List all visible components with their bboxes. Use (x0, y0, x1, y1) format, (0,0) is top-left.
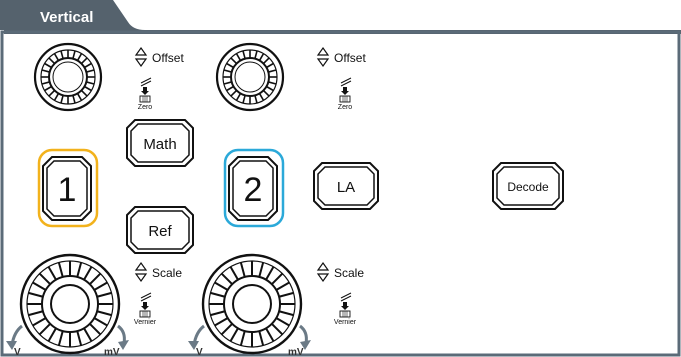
decode-button-label: Decode (507, 180, 549, 194)
ch2-unit-v: V (196, 347, 203, 357)
ch1-push-vernier-icon (140, 293, 151, 317)
ch2-push-vernier-label: Vernier (334, 319, 357, 326)
ch2-push-zero-label: Zero (338, 104, 353, 111)
ch1-push-zero-label: Zero (138, 104, 153, 111)
ch1-cw-arrowhead-icon (118, 340, 129, 350)
ch2-scale-knob[interactable] (203, 255, 301, 353)
ch1-scale-arrows-icon (136, 263, 146, 281)
ch2-unit-mv: mV (288, 347, 304, 357)
ch2-offset-arrows-icon (318, 48, 328, 66)
ch1-push-vernier-label: Vernier (134, 319, 157, 326)
ch2-scale-label: Scale (334, 266, 364, 280)
ch1-cw-arrow-icon (118, 326, 124, 343)
la-button-label: LA (337, 179, 355, 196)
panel-title: Vertical (40, 9, 93, 26)
ch1-button-label: 1 (58, 171, 77, 209)
ch1-offset-knob[interactable] (35, 44, 101, 110)
ch1-push-zero-icon (140, 78, 151, 102)
ref-button[interactable]: Ref (127, 207, 193, 253)
ch2-push-zero-icon (340, 78, 351, 102)
math-button[interactable]: Math (127, 120, 193, 166)
ch2-button[interactable]: 2 (225, 150, 283, 226)
ch2-push-vernier-icon (340, 293, 351, 317)
ref-button-label: Ref (148, 223, 172, 240)
ch1-scale-label: Scale (152, 266, 182, 280)
la-button[interactable]: LA (314, 163, 378, 209)
ch2-offset-knob[interactable] (217, 44, 283, 110)
ch1-unit-mv: mV (104, 347, 120, 357)
math-button-label: Math (143, 136, 176, 153)
ch1-button[interactable]: 1 (39, 150, 97, 226)
ch2-scale-arrows-icon (318, 263, 328, 281)
ch2-button-label: 2 (244, 171, 263, 209)
ch2-offset-label: Offset (334, 51, 366, 65)
panel-tab: Vertical (0, 0, 681, 34)
ch1-offset-label: Offset (152, 51, 184, 65)
ch1-offset-arrows-icon (136, 48, 146, 66)
ch1-scale-knob[interactable] (21, 255, 119, 353)
ch2-cw-arrow-icon (300, 326, 306, 343)
decode-button[interactable]: Decode (493, 163, 563, 209)
ch1-unit-v: V (14, 347, 21, 357)
